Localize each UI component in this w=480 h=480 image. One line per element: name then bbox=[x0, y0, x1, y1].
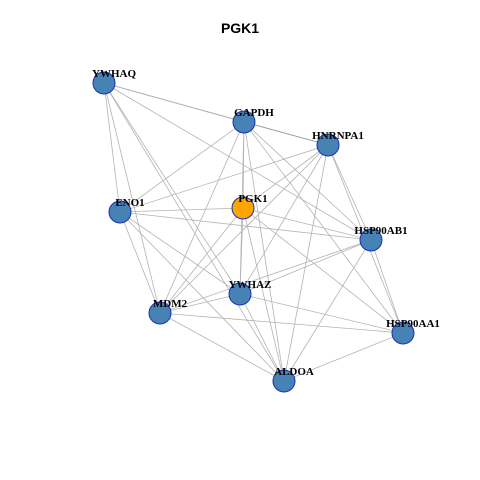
node-mdm2[interactable] bbox=[148, 301, 172, 325]
node-label-ywhaz: YWHAZ bbox=[229, 279, 272, 291]
node-layer bbox=[92, 71, 415, 393]
edge-mdm2-aldoa bbox=[159, 312, 285, 382]
node-ywhaq[interactable] bbox=[92, 71, 116, 95]
node-label-eno1: ENO1 bbox=[115, 197, 144, 209]
edge-mdm2-hsp90aa1 bbox=[159, 312, 404, 334]
edge-hnrnpa1-eno1 bbox=[119, 144, 329, 213]
edge-eno1-pgk1 bbox=[119, 207, 244, 213]
edge-hnrnpa1-pgk1 bbox=[242, 144, 329, 209]
node-label-hsp90ab1: HSP90AB1 bbox=[354, 225, 407, 237]
edge-hsp90aa1-aldoa bbox=[283, 332, 404, 382]
edge-hsp90ab1-aldoa bbox=[283, 239, 372, 382]
edge-eno1-ywhaz bbox=[119, 211, 241, 295]
node-hsp90aa1[interactable] bbox=[391, 321, 415, 345]
edge-hnrnpa1-aldoa bbox=[283, 144, 329, 382]
edge-hsp90ab1-hsp90aa1 bbox=[370, 239, 404, 334]
node-ywhaz[interactable] bbox=[228, 282, 252, 306]
node-gapdh[interactable] bbox=[232, 110, 256, 134]
edge-ywhaq-eno1 bbox=[103, 82, 121, 213]
node-label-mdm2: MDM2 bbox=[153, 298, 188, 310]
edge-hnrnpa1-mdm2 bbox=[159, 144, 329, 314]
edge-gapdh-eno1 bbox=[119, 121, 245, 213]
edge-ywhaq-hsp90ab1 bbox=[103, 82, 372, 241]
edge-layer bbox=[103, 82, 404, 382]
node-label-aldoa: ALDOA bbox=[274, 366, 314, 378]
edge-ywhaz-hsp90aa1 bbox=[239, 293, 404, 334]
edge-ywhaq-aldoa bbox=[103, 82, 285, 382]
edge-ywhaz-mdm2 bbox=[159, 293, 241, 314]
node-eno1[interactable] bbox=[108, 200, 132, 224]
node-hsp90ab1[interactable] bbox=[359, 228, 383, 252]
edge-pgk1-mdm2 bbox=[159, 207, 244, 314]
node-label-pgk1: PGK1 bbox=[238, 193, 267, 205]
graph-title: PGK1 bbox=[220, 20, 260, 36]
edge-ywhaz-aldoa bbox=[239, 293, 285, 382]
node-label-gapdh: GAPDH bbox=[234, 107, 274, 119]
node-label-hsp90aa1: HSP90AA1 bbox=[386, 318, 440, 330]
edge-hnrnpa1-ywhaz bbox=[239, 144, 329, 295]
edge-ywhaq-mdm2 bbox=[103, 82, 161, 314]
edge-hsp90ab1-ywhaz bbox=[239, 239, 372, 295]
edge-pgk1-hsp90ab1 bbox=[242, 207, 372, 241]
edge-ywhaq-ywhaz bbox=[103, 82, 241, 295]
edge-pgk1-ywhaz bbox=[239, 207, 244, 295]
node-label-hnrnpa1: HNRNPA1 bbox=[312, 130, 364, 142]
edge-gapdh-hsp90aa1 bbox=[243, 121, 404, 334]
edge-gapdh-hnrnpa1 bbox=[243, 121, 329, 146]
edge-gapdh-mdm2 bbox=[159, 121, 245, 314]
node-aldoa[interactable] bbox=[272, 369, 296, 393]
edge-pgk1-hsp90aa1 bbox=[242, 207, 404, 334]
edge-eno1-aldoa bbox=[119, 211, 285, 382]
edge-hsp90ab1-mdm2 bbox=[159, 239, 372, 314]
edge-eno1-hsp90ab1 bbox=[119, 211, 372, 241]
node-hnrnpa1[interactable] bbox=[316, 133, 340, 157]
edge-hnrnpa1-hsp90ab1 bbox=[327, 144, 372, 241]
edge-pgk1-aldoa bbox=[242, 207, 285, 382]
node-label-ywhaq: YWHAQ bbox=[92, 68, 136, 80]
edge-gapdh-aldoa bbox=[243, 121, 285, 382]
edge-eno1-mdm2 bbox=[119, 211, 161, 314]
node-pgk1[interactable] bbox=[231, 196, 255, 220]
edge-gapdh-hsp90ab1 bbox=[243, 121, 372, 241]
